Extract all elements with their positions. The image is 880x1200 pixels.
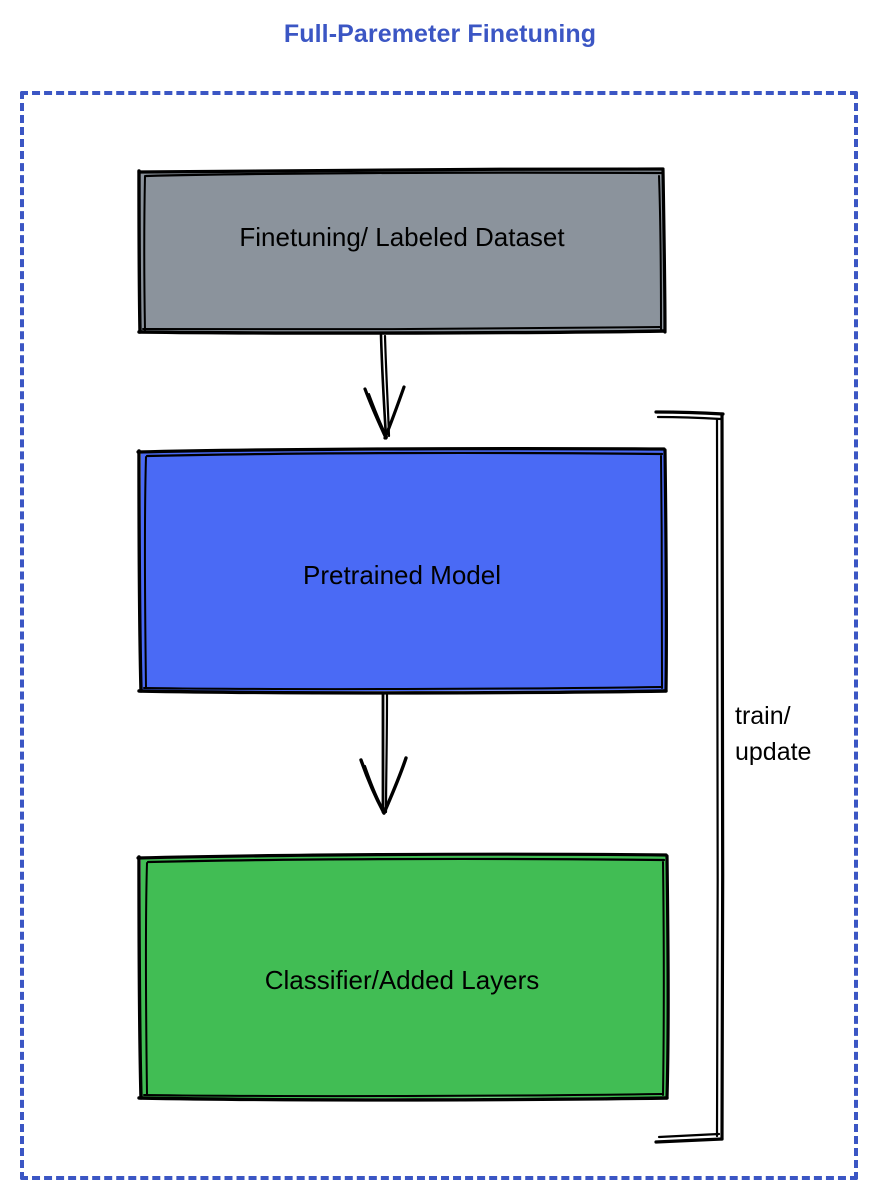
edge-label-line-2: update: [735, 738, 812, 766]
node-dataset-label: Finetuning/ Labeled Dataset: [239, 222, 565, 252]
node-classifier-label: Classifier/Added Layers: [264, 965, 540, 995]
diagram-boundary-frame: [20, 91, 858, 1180]
edge-feedback-loop-label: train/ update: [735, 698, 855, 770]
node-pretrained-label: Pretrained Model: [303, 560, 501, 590]
edge-label-line-1: train/: [735, 702, 791, 730]
page-title: Full-Paremeter Finetuning: [283, 20, 597, 48]
